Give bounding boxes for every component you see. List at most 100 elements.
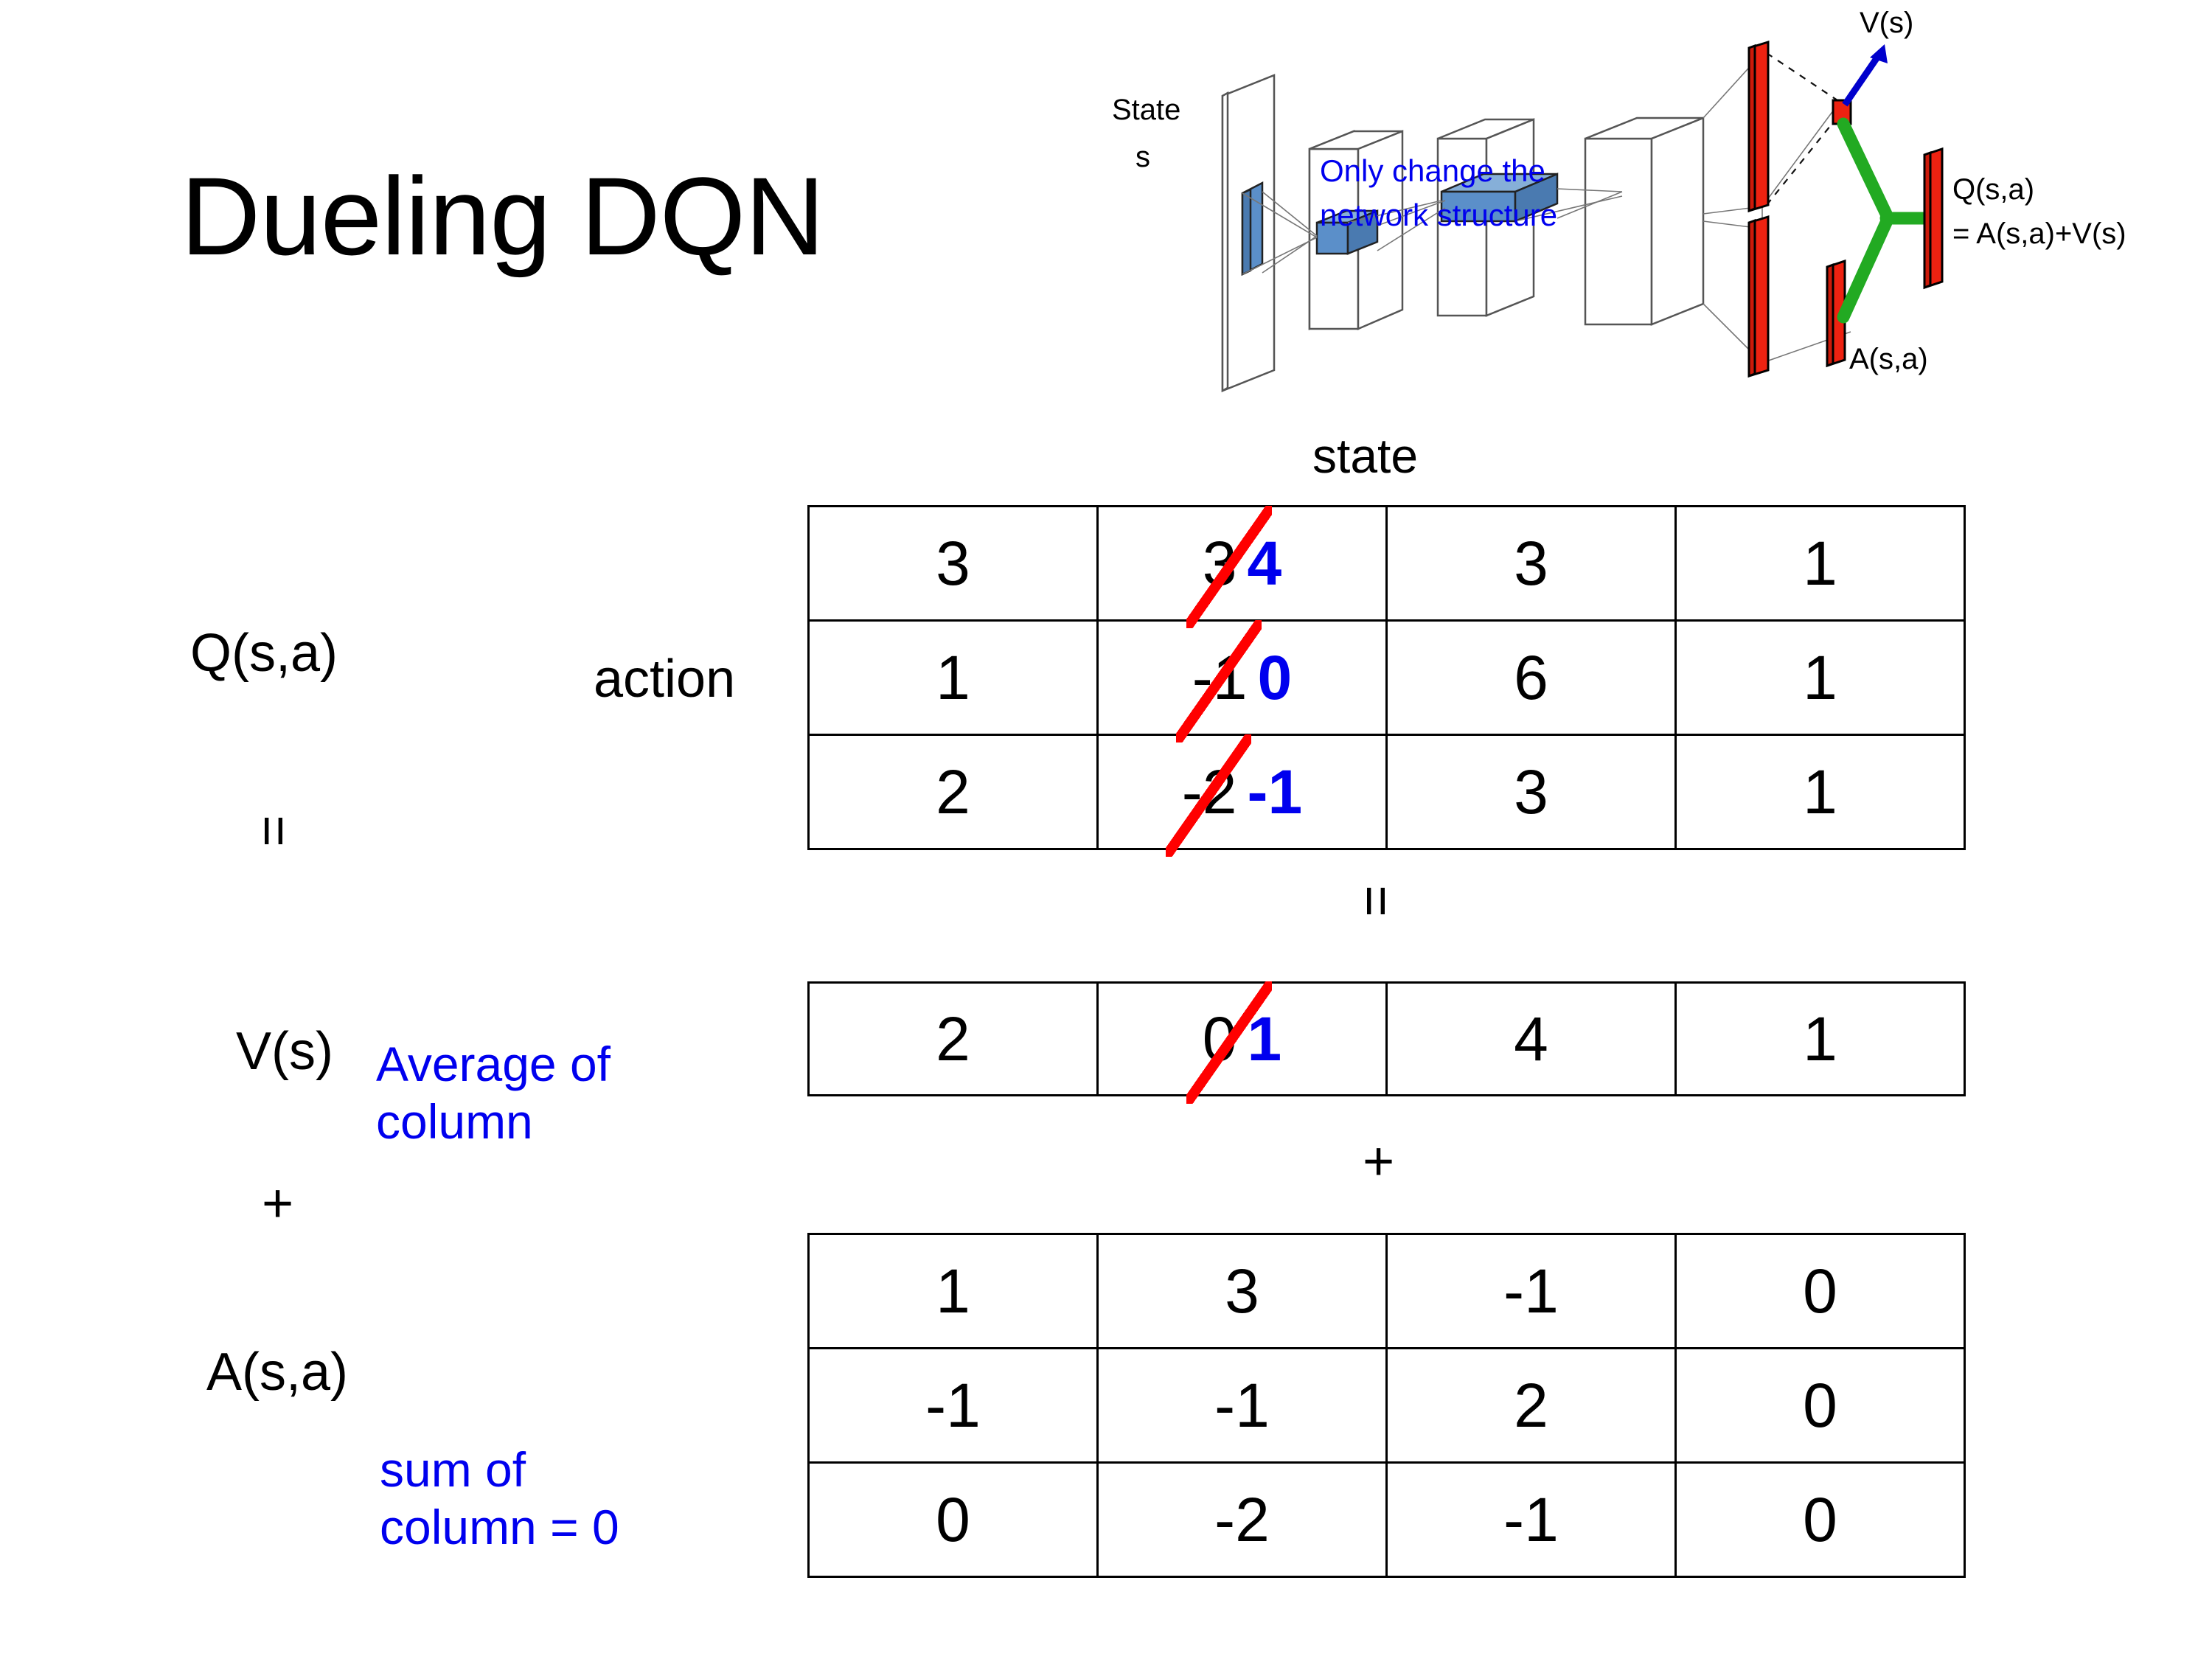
table-cell: 6	[1385, 619, 1677, 736]
cell-value: 0	[1803, 1370, 1837, 1440]
corrected-new-value: -1	[1247, 757, 1303, 827]
sum-of-column-line1: sum of	[380, 1442, 526, 1497]
table-row: 2 -2-1 3 1	[807, 734, 1966, 857]
table-cell: 4	[1385, 981, 1677, 1096]
cell-value: 3	[1514, 528, 1548, 598]
corrected-new-value: 0	[1257, 642, 1293, 712]
conv-cube-3-shape	[1584, 116, 1705, 326]
struck-old-value: 3	[1186, 505, 1272, 628]
conv-cube-2-shape	[1436, 118, 1535, 317]
table-cell: 0	[1674, 1233, 1966, 1349]
table-cell: 2	[807, 981, 1099, 1096]
cell-value: -1	[1214, 1370, 1270, 1440]
table-cell: 1	[807, 619, 1099, 736]
diagram-state-label-line1: State	[1112, 94, 1180, 126]
average-of-column-line1: Average of	[376, 1037, 611, 1091]
cell-value: 1	[1803, 528, 1837, 598]
q-function-label: Q(s,a)	[190, 624, 338, 683]
struck-old-value: -1	[1175, 619, 1262, 742]
cell-value: -2	[1214, 1484, 1270, 1554]
plus-sign-middle: +	[1363, 1130, 1395, 1192]
table-cell: 0	[1674, 1461, 1966, 1578]
cell-value: 0	[936, 1484, 970, 1554]
input-patch-shape	[1241, 181, 1264, 276]
v-function-label: V(s)	[236, 1022, 333, 1081]
conv-patch-1-shape	[1315, 209, 1379, 255]
action-axis-label: action	[594, 650, 736, 709]
table-cell: 3	[1385, 734, 1677, 850]
plus-sign-left: +	[262, 1172, 294, 1234]
cell-value: 2	[1514, 1370, 1548, 1440]
table-cell: 1	[1674, 981, 1966, 1096]
table-cell: 0	[807, 1461, 1099, 1578]
table-cell: -1	[807, 1347, 1099, 1464]
table-cell: -1	[1096, 1347, 1388, 1464]
diagram-note-line1: Only change the	[1320, 153, 1545, 188]
average-of-column-line2: column	[376, 1093, 533, 1149]
combine-links-shape	[1837, 117, 1937, 324]
table-cell: 2	[807, 734, 1099, 850]
diagram-note-line2: network structure	[1320, 198, 1557, 232]
table-cell: -1	[1385, 1233, 1677, 1349]
table-cell: 3	[1096, 1233, 1388, 1349]
sum-of-column-line2: column = 0	[380, 1499, 619, 1554]
corrected-cell: -2-1	[1165, 734, 1303, 857]
table-cell: 1	[1674, 505, 1966, 622]
struck-old-value: -2	[1165, 734, 1251, 857]
sum-of-column-note: sum of column = 0	[380, 1441, 619, 1557]
cell-value: 6	[1514, 642, 1548, 712]
cell-value: 1	[1803, 757, 1837, 827]
a-value-table: 1 3 -1 0 -1 -1 2 0 0 -2 -1 0	[807, 1233, 1966, 1578]
value-arrow-shape	[1842, 44, 1888, 107]
table-row: -1 -1 2 0	[807, 1347, 1966, 1464]
cell-value: 2	[936, 757, 970, 827]
page-title: Dueling DQN	[181, 154, 825, 278]
cell-value: 0	[1803, 1256, 1837, 1326]
cell-value: 1	[1803, 642, 1837, 712]
average-of-column-note: Average of column	[376, 1036, 611, 1151]
diagram-state-label-line2: s	[1135, 141, 1150, 173]
cell-value: -1	[1503, 1256, 1559, 1326]
diagram-q-label-line2: = A(s,a)+V(s)	[1952, 218, 2126, 250]
dueling-network-diagram: State s Only change the network structur…	[1106, 7, 2205, 420]
diagram-value-label: V(s)	[1860, 7, 1913, 39]
cell-value: 2	[936, 1004, 970, 1074]
table-row: 0 -2 -1 0	[807, 1461, 1966, 1578]
table-cell: 0	[1674, 1347, 1966, 1464]
diagram-q-label-line1: Q(s,a)	[1952, 173, 2034, 206]
table-cell: 3	[807, 505, 1099, 622]
equals-sign-left: =	[243, 815, 305, 847]
cell-value: -1	[1503, 1484, 1559, 1554]
a-function-label: A(s,a)	[206, 1343, 349, 1402]
table-cell: -2-1	[1096, 734, 1388, 857]
cell-value: 0	[1803, 1484, 1837, 1554]
cell-value: 4	[1514, 1004, 1548, 1074]
cell-value: 3	[1225, 1256, 1259, 1326]
cell-value: 1	[1803, 1004, 1837, 1074]
table-cell: 1	[1674, 734, 1966, 850]
corrected-new-value: 4	[1247, 528, 1282, 598]
advantage-output-bar-shape	[1826, 259, 1846, 368]
equals-sign-middle: =	[1346, 885, 1408, 917]
value-stream-dashed-links	[1766, 52, 1840, 206]
cell-value: 3	[1514, 757, 1548, 827]
table-cell: 2	[1385, 1347, 1677, 1464]
cell-value: 1	[936, 1256, 970, 1326]
corrected-new-value: 1	[1247, 1004, 1282, 1074]
table-cell: 1	[1674, 619, 1966, 736]
table-row: 1 3 -1 0	[807, 1233, 1966, 1349]
conv-patch-2-shape	[1440, 173, 1559, 223]
cell-value: -1	[925, 1370, 981, 1440]
table-cell: 3	[1385, 505, 1677, 622]
table-cell: -2	[1096, 1461, 1388, 1578]
